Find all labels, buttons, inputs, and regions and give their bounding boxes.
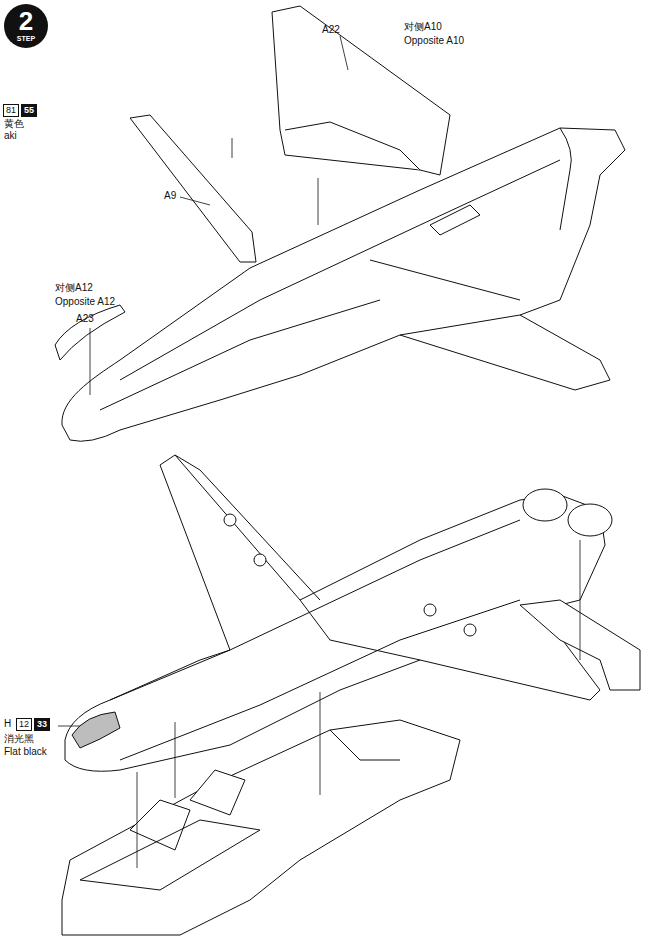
paint-name: aki: [4, 130, 17, 142]
step-word: STEP: [3, 35, 49, 43]
paint-code: H: [4, 718, 11, 730]
part-number: A22: [322, 24, 340, 36]
step-number: 2: [3, 3, 49, 35]
part-number: A23: [76, 313, 94, 325]
paint-name: 黄色: [4, 118, 24, 130]
paint-name: Flat black: [4, 746, 47, 758]
step-badge: 2STEP: [3, 3, 49, 49]
note: Opposite A10: [404, 35, 464, 47]
paint-code: 33: [34, 718, 50, 731]
paint-code: 81: [3, 104, 19, 117]
paint-code: 55: [21, 104, 37, 117]
paint-name: 消光黑: [4, 733, 34, 745]
note: Opposite A12: [55, 296, 115, 308]
part-number: A9: [164, 190, 176, 202]
note: 对侧A12: [55, 282, 93, 294]
note: 对侧A10: [404, 21, 442, 33]
paint-code: 12: [16, 718, 32, 731]
